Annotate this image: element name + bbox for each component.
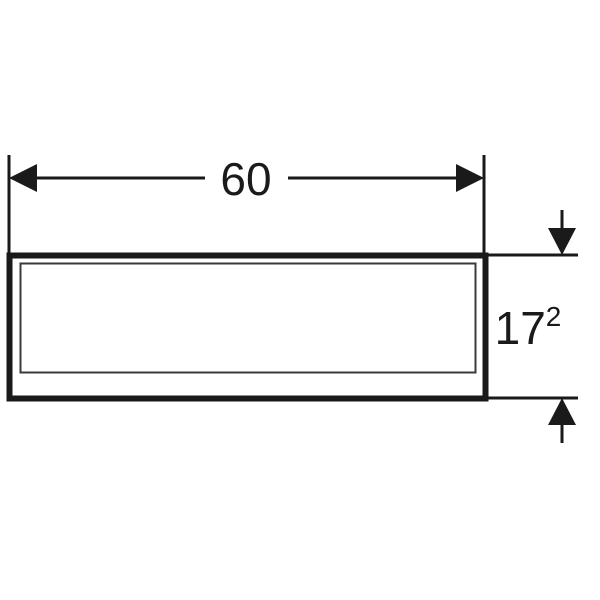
- height-arrowhead-bottom-icon: [548, 398, 576, 425]
- width-arrowhead-left-icon: [9, 164, 37, 192]
- width-dimension-label: 60: [220, 153, 271, 205]
- height-dimension-label: 172: [495, 301, 562, 354]
- height-dimension-group: 172: [488, 210, 578, 443]
- inner-recess: [19, 262, 477, 374]
- height-arrowhead-top-icon: [548, 228, 576, 255]
- height-dimension-superscript: 2: [546, 301, 562, 332]
- height-dimension-value: 17: [495, 302, 546, 354]
- inner-recess-rect: [19, 262, 477, 374]
- width-arrowhead-right-icon: [456, 164, 484, 192]
- width-dimension-group: 60: [7, 153, 486, 256]
